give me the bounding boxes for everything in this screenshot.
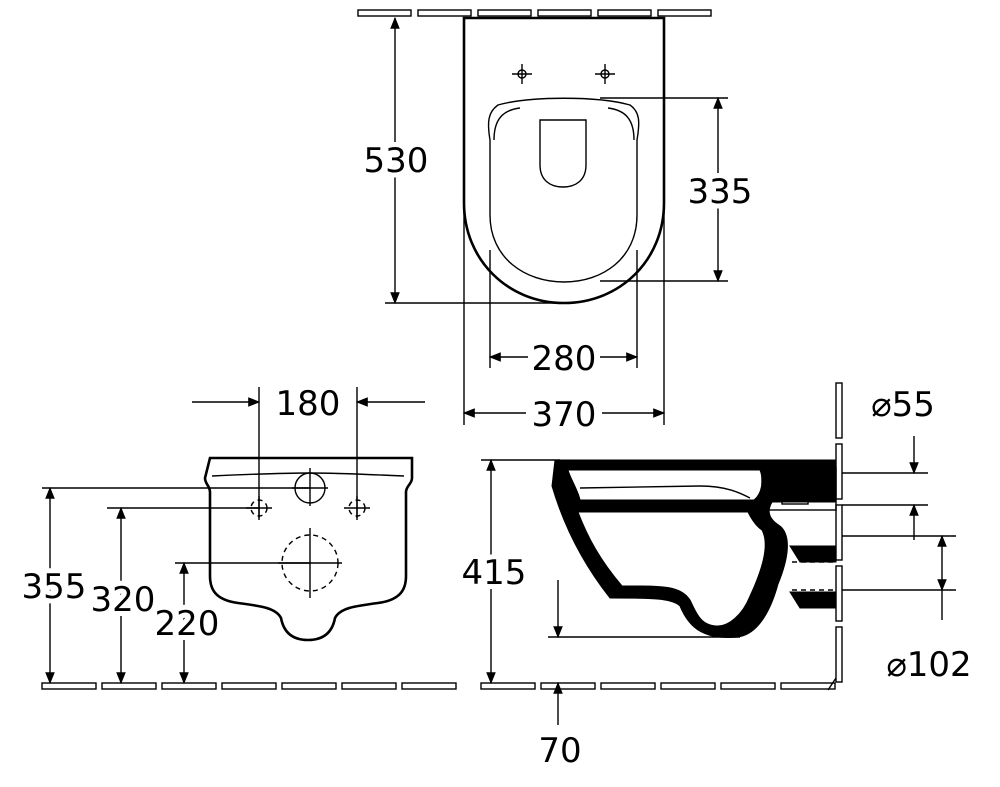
dimension-label: 220 — [155, 604, 220, 644]
side-floor — [480, 682, 836, 690]
dimension-label: 280 — [532, 339, 597, 379]
dimension-diameter-55: ⌀55 — [842, 385, 935, 540]
dimension-label: ⌀102 — [886, 645, 971, 685]
side-wall — [827, 382, 843, 691]
dimension-70: 70 — [538, 580, 740, 771]
dimension-label: 180 — [276, 384, 341, 424]
fixing-hole-icon — [512, 64, 532, 84]
inlet-spigot — [761, 467, 837, 511]
front-floor — [41, 682, 457, 690]
dimension-label: 530 — [364, 141, 429, 181]
dimension-180: 180 — [192, 384, 425, 518]
dimension-335: 335 — [600, 96, 757, 283]
dimension-label: 320 — [91, 580, 156, 620]
dimension-415: 415 — [457, 458, 560, 685]
dimension-label: 335 — [688, 172, 753, 212]
side-view: 415 70 ⌀55 ⌀102 — [457, 382, 972, 771]
dimension-530: 530 — [359, 16, 564, 305]
dimension-label: 370 — [532, 395, 597, 435]
seat-outline — [487, 97, 640, 283]
dimension-280: 280 — [488, 250, 639, 379]
dimension-diameter-102: ⌀102 — [842, 534, 972, 685]
rim-opening — [539, 119, 587, 188]
dimension-370: 370 — [462, 203, 666, 435]
dimension-label: 415 — [462, 553, 527, 593]
top-wall — [357, 9, 712, 17]
bowl-outline — [462, 16, 666, 305]
front-view: 180 355 — [17, 384, 457, 690]
top-view: 530 335 280 370 — [357, 9, 757, 435]
outlet-spigot — [789, 545, 837, 609]
dimension-label: 355 — [22, 567, 87, 607]
dimension-320: 320 — [86, 506, 259, 685]
dimension-220: 220 — [150, 561, 310, 685]
fixing-hole-icon — [595, 64, 615, 84]
dimension-label: 70 — [538, 731, 581, 771]
front-outline — [203, 456, 414, 642]
dimension-label: ⌀55 — [871, 385, 935, 425]
fixing-hole-icon — [344, 496, 370, 520]
dimension-355: 355 — [17, 486, 310, 685]
